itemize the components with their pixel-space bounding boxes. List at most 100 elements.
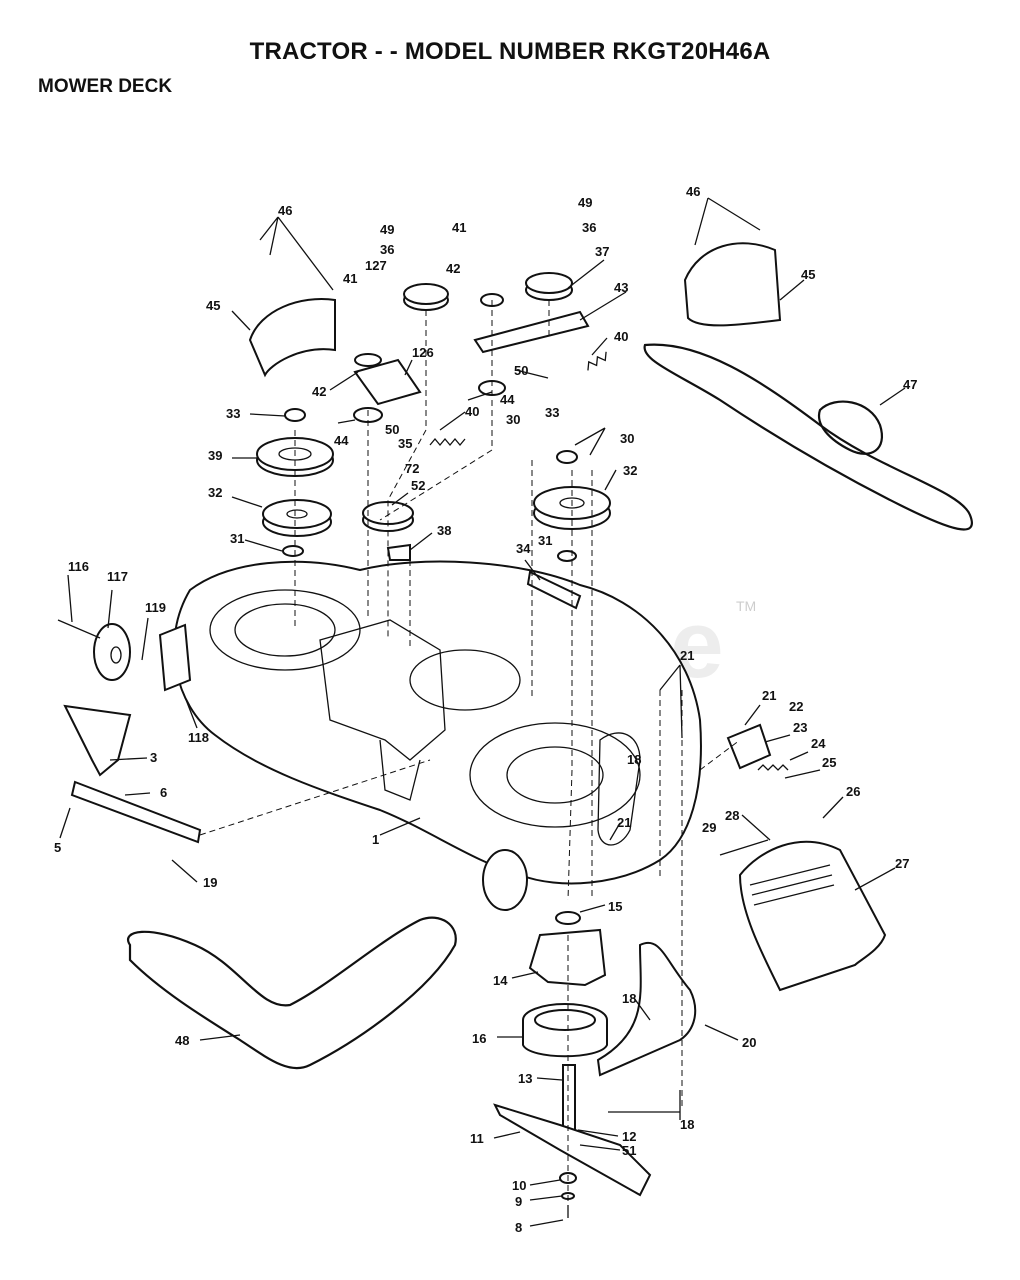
callout-21: 21 (762, 688, 776, 703)
callout-23: 23 (793, 720, 807, 735)
nut-33-left (284, 408, 306, 422)
idler-arm-126 (353, 358, 422, 406)
callout-21: 21 (617, 815, 631, 830)
callout-44: 44 (334, 433, 349, 448)
callout-119: 119 (145, 600, 166, 615)
chute-ribs (749, 864, 835, 906)
callout-9: 9 (515, 1194, 522, 1209)
callout-46: 46 (686, 184, 700, 199)
belt-cover-45-left (248, 298, 336, 378)
callout-127: 127 (365, 258, 387, 273)
callout-14: 14 (493, 973, 508, 988)
callout-29: 29 (702, 820, 716, 835)
callout-20: 20 (742, 1035, 756, 1050)
callout-31: 31 (538, 533, 552, 548)
belt-47-loop (817, 400, 883, 455)
callout-43: 43 (614, 280, 628, 295)
callout-50: 50 (385, 422, 399, 437)
callout-18: 18 (627, 752, 641, 767)
callout-21: 21 (680, 648, 694, 663)
callout-1: 1 (372, 832, 379, 847)
belt-cover-45-right (683, 242, 782, 327)
callout-49: 49 (380, 222, 394, 237)
callout-25: 25 (822, 755, 836, 770)
watermark-tm: TM (736, 598, 757, 614)
idler-pulley-37 (525, 272, 573, 301)
callout-46: 46 (278, 203, 292, 218)
callout-42: 42 (446, 261, 460, 276)
spindle-13 (562, 1064, 576, 1131)
blade-11 (493, 1103, 652, 1197)
callout-33: 33 (545, 405, 559, 420)
callout-34: 34 (516, 541, 531, 556)
idler-arm-43 (473, 310, 590, 354)
discharge-chute-27 (738, 840, 887, 992)
callout-38: 38 (437, 523, 451, 538)
callout-41: 41 (343, 271, 357, 286)
callout-3: 3 (150, 750, 157, 765)
callout-6: 6 (160, 785, 167, 800)
callout-40: 40 (614, 329, 628, 344)
washer-42-left (354, 353, 382, 367)
spring-40-left (429, 437, 466, 447)
callout-27: 27 (895, 856, 909, 871)
callout-33: 33 (226, 406, 240, 421)
callout-37: 37 (595, 244, 609, 259)
callout-41: 41 (452, 220, 466, 235)
mower-deck (158, 560, 702, 911)
rod-29 (719, 839, 769, 856)
callout-51: 51 (622, 1143, 636, 1158)
callout-13: 13 (518, 1071, 532, 1086)
callout-30: 30 (506, 412, 520, 427)
bracket-38 (386, 543, 411, 561)
callout-118: 118 (188, 730, 209, 745)
callout-16: 16 (472, 1031, 486, 1046)
callout-39: 39 (208, 448, 222, 463)
callout-18: 18 (622, 991, 636, 1006)
callout-36: 36 (380, 242, 394, 257)
callout-116: 116 (68, 559, 89, 574)
bracket-22 (726, 723, 772, 770)
callout-30: 30 (620, 431, 634, 446)
washer-31-left (282, 545, 304, 557)
callout-35: 35 (398, 436, 412, 451)
washer-31-right (557, 550, 577, 562)
callout-117: 117 (107, 569, 128, 584)
callout-26: 26 (846, 784, 860, 799)
page-title: TRACTOR - - MODEL NUMBER RKGT20H46A (249, 38, 771, 65)
spring-40-right (587, 351, 607, 371)
callout-42: 42 (312, 384, 326, 399)
callout-5: 5 (54, 840, 61, 855)
callout-72: 72 (405, 461, 419, 476)
callout-31: 31 (230, 531, 244, 546)
callout-32: 32 (623, 463, 637, 478)
leader-lines (59, 197, 906, 1227)
callout-32: 32 (208, 485, 222, 500)
callout-11: 11 (470, 1131, 484, 1146)
callout-22: 22 (789, 699, 803, 714)
callout-44: 44 (500, 392, 515, 407)
idler-pulley-127 (403, 283, 449, 311)
callout-45: 45 (801, 267, 815, 282)
callout-50: 50 (514, 363, 528, 378)
callout-labels: 46 45 49 36 127 41 42 126 33 44 50 40 35… (54, 184, 917, 1235)
belt-47 (643, 343, 973, 531)
callout-18: 18 (680, 1117, 694, 1132)
callout-40: 40 (465, 404, 479, 419)
callout-19: 19 (203, 875, 217, 890)
callout-52: 52 (411, 478, 425, 493)
callout-24: 24 (811, 736, 826, 751)
deck-spacer-16 (522, 1003, 608, 1058)
spring-25 (757, 764, 789, 771)
nut-33-right (556, 450, 578, 464)
callout-36: 36 (582, 220, 596, 235)
pulley-32-left (262, 499, 332, 537)
callout-15: 15 (608, 899, 622, 914)
front-hanger-3 (63, 704, 132, 777)
callout-47: 47 (903, 377, 917, 392)
belt-48 (127, 916, 457, 1070)
deflector-20 (596, 941, 697, 1077)
bolt-116 (57, 619, 101, 639)
callout-49: 49 (578, 195, 592, 210)
